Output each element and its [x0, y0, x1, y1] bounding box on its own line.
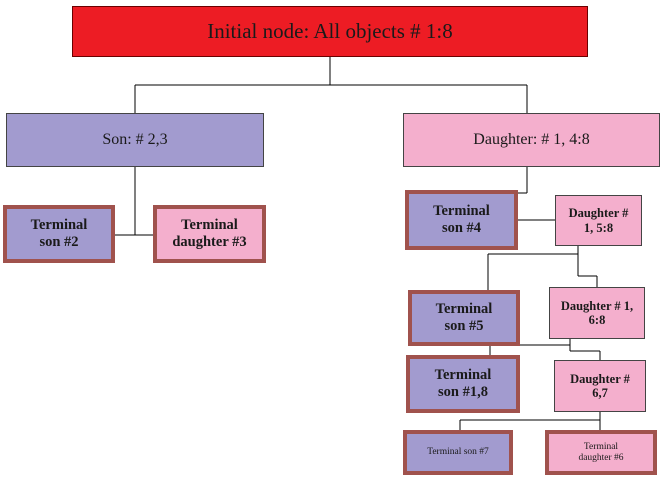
- terminal-son-5-label: Terminal son #5: [435, 301, 493, 334]
- son-node: Son: # 2,3: [6, 113, 264, 167]
- daughter-1-5-8-label: Daughter # 1, 5:8: [568, 206, 629, 235]
- daughter-6-7-node: Daughter # 6,7: [554, 360, 646, 412]
- root-node: Initial node: All objects # 1:8: [72, 6, 588, 57]
- terminal-daughter-3-label: Terminal daughter #3: [172, 217, 247, 250]
- daughter-1-6-8-label: Daughter # 1, 6:8: [560, 298, 634, 327]
- root-node-label: Initial node: All objects # 1:8: [207, 19, 453, 44]
- daughter-1-5-8-node: Daughter # 1, 5:8: [555, 195, 642, 246]
- daughter-node-label: Daughter: # 1, 4:8: [473, 130, 590, 148]
- terminal-daughter-6-node: Terminal daughter #6: [545, 430, 657, 475]
- terminal-son-7-label: Terminal son #7: [427, 447, 489, 458]
- terminal-son-2-label: Terminal son #2: [30, 217, 88, 250]
- terminal-son-4-node: Terminal son #4: [405, 190, 518, 250]
- terminal-son-4-label: Terminal son #4: [433, 203, 490, 236]
- daughter-node: Daughter: # 1, 4:8: [403, 113, 660, 167]
- terminal-son-5-node: Terminal son #5: [408, 290, 520, 346]
- terminal-daughter-3-node: Terminal daughter #3: [153, 205, 266, 263]
- son-node-label: Son: # 2,3: [102, 130, 168, 148]
- daughter-1-6-8-node: Daughter # 1, 6:8: [549, 287, 645, 339]
- terminal-daughter-6-label: Terminal daughter #6: [578, 441, 624, 463]
- terminal-son-7-node: Terminal son #7: [403, 430, 513, 475]
- daughter-6-7-label: Daughter # 6,7: [570, 371, 630, 400]
- terminal-son-2-node: Terminal son #2: [3, 205, 115, 263]
- terminal-son-1-8-node: Terminal son #1,8: [406, 355, 520, 413]
- terminal-son-1-8-label: Terminal son #1,8: [434, 367, 492, 400]
